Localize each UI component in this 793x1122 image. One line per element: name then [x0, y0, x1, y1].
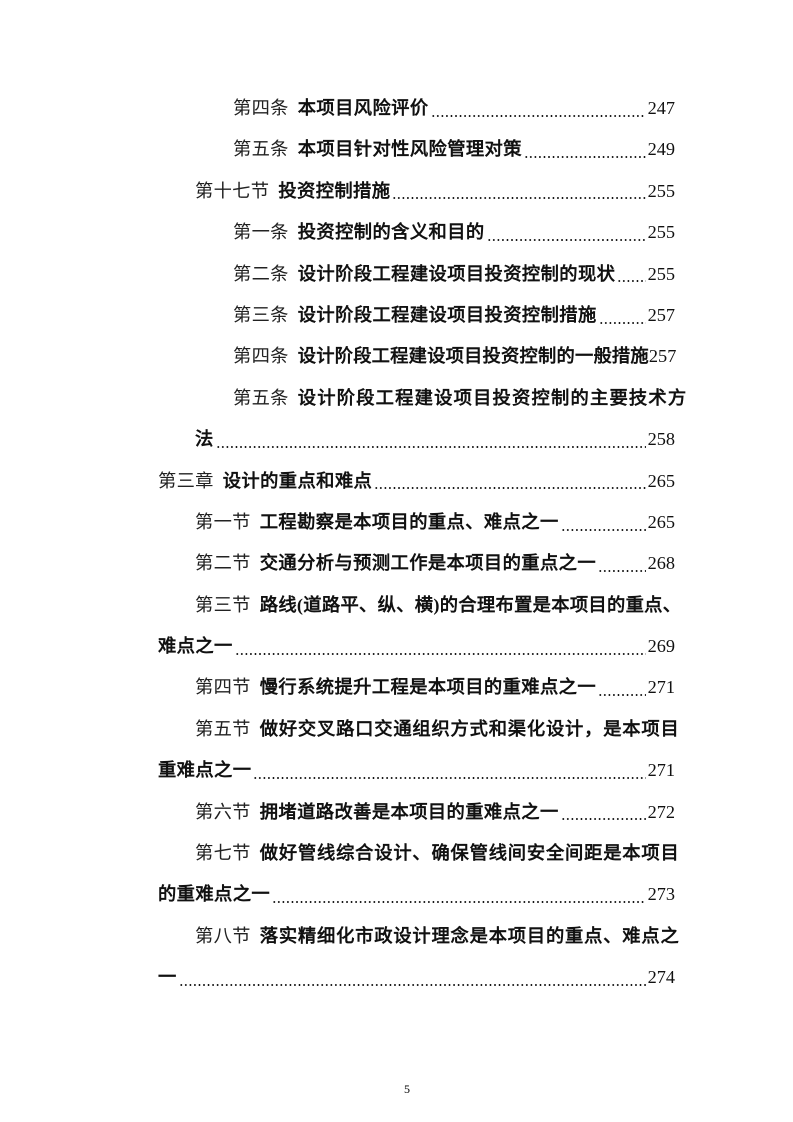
- toc-entry-page: 257: [647, 304, 675, 325]
- dot-leader: [598, 562, 646, 573]
- toc-entry[interactable]: 第一节 工程勘察是本项目的重点、难点之一 265: [158, 502, 675, 543]
- toc-entry-title: 做好交叉路口交通组织方式和渠化设计，是本项目: [259, 718, 680, 739]
- toc-entry-label: 第三条: [233, 304, 289, 325]
- table-of-contents: 第四条 本项目风险评价 247 第五条 本项目针对性风险管理对策 249 第十七…: [158, 88, 686, 999]
- toc-entry-page: 268: [647, 553, 675, 574]
- toc-entry-label: 第四条: [233, 98, 289, 118]
- toc-entry-continuation[interactable]: 的重难点之一 273: [158, 874, 675, 915]
- toc-entry[interactable]: 第二节 交通分析与预测工作是本项目的重点之一 268: [158, 543, 675, 584]
- toc-entry-label: 第一条: [233, 222, 289, 243]
- toc-entry[interactable]: 第七节 做好管线综合设计、确保管线间安全间距是本项目: [158, 833, 679, 874]
- dot-leader: [523, 149, 646, 160]
- toc-entry-title-continued: 一: [158, 967, 177, 988]
- toc-entry-title: 落实精细化市政设计理念是本项目的重点、难点之: [259, 925, 680, 946]
- toc-entry-page: 255: [647, 263, 675, 284]
- toc-entry-label: 第七节: [195, 843, 251, 864]
- toc-entry[interactable]: 第五节 做好交叉路口交通组织方式和渠化设计，是本项目: [158, 709, 679, 750]
- dot-leader: [215, 438, 646, 449]
- dot-leader: [617, 273, 646, 284]
- toc-entry[interactable]: 第四条 本项目风险评价 247: [158, 88, 675, 129]
- toc-entry[interactable]: 第八节 落实精细化市政设计理念是本项目的重点、难点之: [158, 916, 679, 957]
- dot-leader: [486, 231, 646, 242]
- toc-entry-title-continued: 的重难点之一: [158, 884, 271, 905]
- toc-entry-title: 本项目针对性风险管理对策: [297, 139, 522, 160]
- toc-entry[interactable]: 第四节 慢行系统提升工程是本项目的重难点之一 271: [158, 667, 675, 708]
- toc-entry-page: 273: [647, 884, 675, 905]
- toc-entry-label: 第三章: [158, 470, 214, 491]
- toc-entry[interactable]: 第五条 本项目针对性风险管理对策 249: [158, 129, 675, 170]
- toc-entry-page: 271: [647, 677, 675, 698]
- toc-entry[interactable]: 第二条 设计阶段工程建设项目投资控制的现状 255: [158, 254, 675, 295]
- toc-entry-title: 慢行系统提升工程是本项目的重难点之一: [259, 677, 597, 698]
- toc-entry-title: 设计阶段工程建设项目投资控制的主要技术方: [297, 387, 688, 408]
- dot-leader: [178, 976, 646, 987]
- toc-entry-page: 269: [647, 636, 675, 657]
- toc-entry-title: 做好管线综合设计、确保管线间安全间距是本项目: [259, 843, 680, 864]
- toc-entry-page: 265: [647, 470, 675, 491]
- toc-entry-title-continued: 法: [195, 429, 214, 450]
- dot-leader: [253, 769, 646, 780]
- toc-entry-page: 249: [647, 139, 675, 160]
- toc-entry-title: 拥堵道路改善是本项目的重难点之一: [259, 801, 559, 822]
- toc-entry[interactable]: 第三条 设计阶段工程建设项目投资控制措施 257: [158, 295, 675, 336]
- toc-entry-continuation[interactable]: 一 274: [158, 957, 675, 998]
- toc-entry-title: 设计阶段工程建设项目投资控制的一般措施: [297, 346, 649, 367]
- toc-entry-title: 设计的重点和难点: [222, 470, 373, 491]
- toc-entry-label: 第六节: [195, 801, 251, 822]
- toc-entry-label: 第四条: [233, 346, 289, 367]
- toc-entry-title: 设计阶段工程建设项目投资控制措施: [297, 304, 597, 325]
- dot-leader: [560, 811, 646, 822]
- toc-entry-page: 271: [647, 760, 675, 781]
- toc-entry[interactable]: 第三章 设计的重点和难点 265: [158, 461, 675, 502]
- toc-entry[interactable]: 第四条 设计阶段工程建设项目投资控制的一般措施 257: [158, 336, 677, 377]
- toc-entry-title: 工程勘察是本项目的重点、难点之一: [259, 511, 559, 532]
- toc-entry-continuation[interactable]: 难点之一 269: [158, 626, 675, 667]
- toc-entry-label: 第一节: [195, 511, 251, 532]
- toc-entry-page: 257: [648, 346, 677, 367]
- toc-entry[interactable]: 第三节 路线(道路平、纵、横)的合理布置是本项目的重点、: [158, 585, 681, 626]
- toc-entry-title: 投资控制的含义和目的: [297, 222, 485, 243]
- toc-entry-continuation[interactable]: 重难点之一 271: [158, 750, 675, 791]
- toc-entry[interactable]: 第十七节 投资控制措施 255: [158, 171, 675, 212]
- toc-entry[interactable]: 第六节 拥堵道路改善是本项目的重难点之一 272: [158, 792, 675, 833]
- toc-entry[interactable]: 第一条 投资控制的含义和目的 255: [158, 212, 675, 253]
- toc-entry-label: 第五条: [233, 139, 289, 160]
- toc-entry-page: 258: [647, 429, 675, 450]
- toc-entry-continuation[interactable]: 法 258: [158, 419, 675, 460]
- dot-leader: [234, 645, 646, 656]
- toc-entry-title: 路线(道路平、纵、横)的合理布置是本项目的重点、: [259, 594, 682, 615]
- toc-entry-page: 274: [647, 967, 675, 988]
- page-number: 5: [404, 1082, 410, 1096]
- toc-entry-page: 255: [647, 222, 675, 243]
- toc-entry-title-continued: 难点之一: [158, 636, 233, 657]
- toc-entry-page: 272: [647, 801, 675, 822]
- dot-leader: [560, 521, 646, 532]
- toc-entry-page: 247: [647, 98, 675, 118]
- toc-entry-label: 第十七节: [195, 180, 270, 201]
- toc-entry-label: 第三节: [195, 594, 251, 615]
- toc-entry-title-continued: 重难点之一: [158, 760, 252, 781]
- toc-entry-label: 第八节: [195, 925, 251, 946]
- toc-entry-title: 设计阶段工程建设项目投资控制的现状: [297, 263, 616, 284]
- dot-leader: [392, 190, 646, 201]
- toc-entry-title: 投资控制措施: [278, 180, 391, 201]
- toc-entry-label: 第五条: [233, 387, 289, 408]
- dot-leader: [272, 894, 646, 905]
- toc-entry-label: 第五节: [195, 718, 251, 739]
- toc-entry-label: 第四节: [195, 677, 251, 698]
- dot-leader: [430, 107, 646, 118]
- toc-entry-label: 第二条: [233, 263, 289, 284]
- toc-entry-title: 交通分析与预测工作是本项目的重点之一: [259, 553, 597, 574]
- dot-leader: [598, 687, 646, 698]
- toc-entry-page: 255: [647, 180, 675, 201]
- toc-entry-label: 第二节: [195, 553, 251, 574]
- toc-entry-page: 265: [647, 511, 675, 532]
- dot-leader: [374, 480, 646, 491]
- toc-entry-title: 本项目风险评价: [297, 98, 429, 118]
- dot-leader: [598, 314, 646, 325]
- toc-entry[interactable]: 第五条 设计阶段工程建设项目投资控制的主要技术方: [158, 378, 686, 419]
